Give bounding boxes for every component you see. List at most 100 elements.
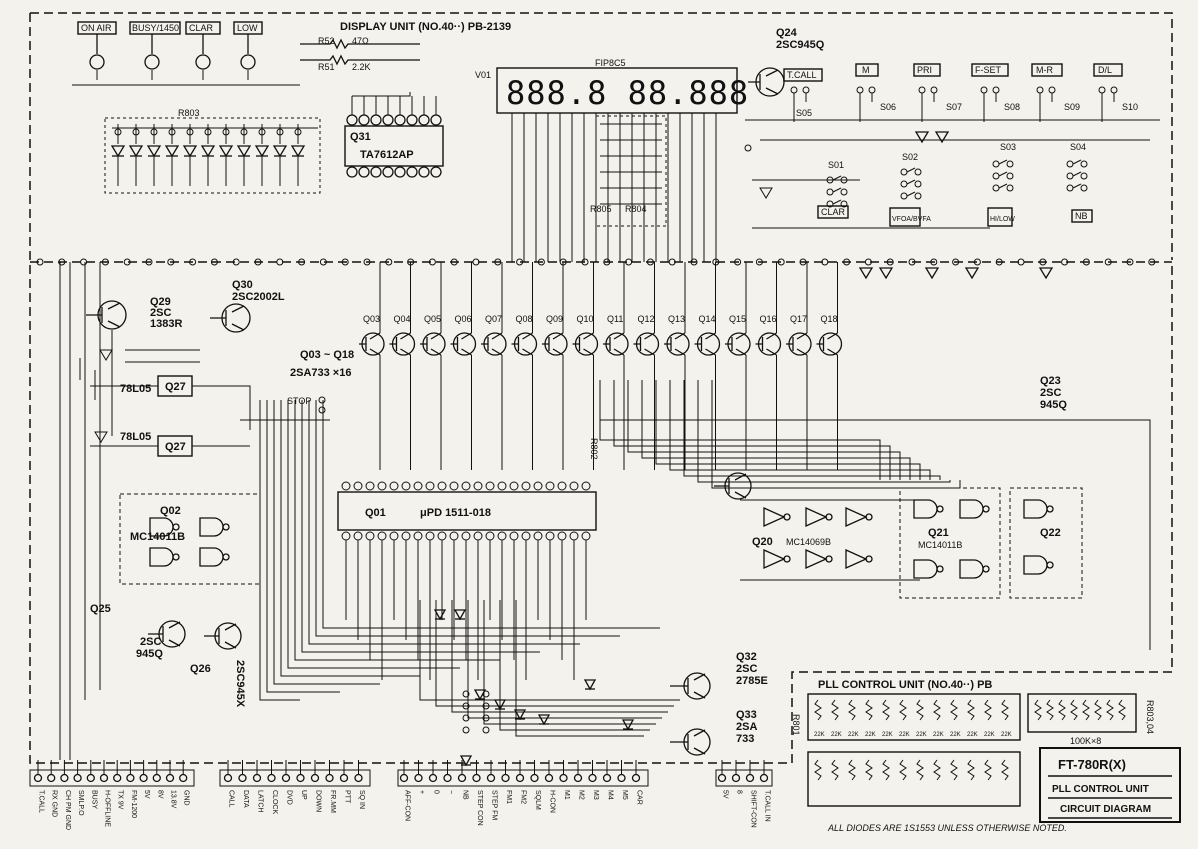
svg-text:Q22: Q22 — [1040, 527, 1061, 539]
connector-pin — [1061, 258, 1069, 266]
switch-contact — [840, 200, 848, 208]
ic-pin — [449, 481, 459, 491]
bus-wire — [240, 419, 1151, 650]
connector-pin — [113, 773, 122, 783]
svg-text:2.2K: 2.2K — [352, 62, 371, 72]
svg-text:47Ω: 47Ω — [352, 36, 369, 46]
q20-inverters: Q20 MC14069B — [740, 499, 920, 581]
led-icon — [110, 145, 126, 158]
network-ref: R803 — [178, 108, 200, 118]
ic-pin — [382, 166, 394, 178]
bus-wire — [322, 400, 660, 629]
transistor-leads — [725, 332, 747, 356]
switch-contact — [1006, 172, 1014, 180]
connector-pin — [625, 258, 633, 266]
resistor-value: 22K — [882, 732, 893, 738]
display-ref: V01 — [475, 70, 491, 80]
resistor-icon — [1082, 699, 1090, 721]
connector-label: FM2 — [520, 790, 527, 804]
connector-pin — [123, 258, 131, 266]
connector-label: M1 — [563, 790, 570, 800]
led-icon — [290, 145, 306, 158]
connector-pin — [544, 773, 554, 783]
resistor-value: 22K — [865, 732, 876, 738]
connector-pin — [354, 773, 363, 783]
gate-bubble — [936, 565, 944, 573]
connector-pin — [167, 258, 175, 266]
ic-pin — [389, 481, 399, 491]
transistor-leads — [572, 332, 594, 356]
connector-pin — [319, 258, 327, 266]
connector-pin — [843, 258, 851, 266]
vfd-display: V01 FIP8C5 888.8 88.888 R805 R804 — [475, 58, 748, 262]
ic-lead — [352, 92, 411, 97]
connector-pin — [443, 773, 452, 783]
bus-wire — [280, 400, 420, 677]
resistor-icon — [984, 759, 992, 781]
resistor-icon — [916, 759, 924, 781]
connector-pin — [573, 773, 583, 783]
ic-pin — [545, 481, 555, 491]
ic-pin — [581, 481, 591, 491]
connector-label: PTT — [344, 790, 351, 804]
transistor-leads — [389, 332, 411, 356]
connector-housing — [715, 769, 773, 787]
switch-contact — [1080, 172, 1088, 180]
diode-icon — [537, 714, 551, 726]
ic-pin — [437, 481, 447, 491]
connector-pin — [602, 773, 612, 783]
driver-label: Q16 — [760, 314, 777, 324]
pll-resistor-networks: PLL CONTROL UNIT (NO.40··) PB 100K×8 R80… — [791, 679, 1155, 807]
svg-text:2SA: 2SA — [736, 721, 757, 733]
connector-label: H-OFFLINE — [104, 790, 111, 827]
jumper-pad — [462, 726, 470, 734]
connector-pin — [399, 773, 409, 783]
connector-pin — [210, 258, 218, 266]
resistor-icon — [899, 759, 907, 781]
connector-pin — [886, 258, 894, 266]
connector-label: STEP FM — [491, 790, 498, 820]
svg-text:2SC: 2SC — [1040, 387, 1061, 399]
resistor-icon — [814, 759, 822, 781]
led-junction — [258, 128, 266, 136]
svg-text:78L05: 78L05 — [120, 431, 151, 443]
switch-label: F-SET — [975, 65, 1002, 75]
svg-text:Q26: Q26 — [190, 663, 211, 675]
led-junction — [204, 128, 212, 136]
stop-switch: STOP — [287, 396, 326, 414]
connector-label: CH PM GND — [64, 790, 71, 830]
resistor-icon — [882, 699, 890, 721]
switch-lever — [832, 199, 842, 205]
svg-text:R801: R801 — [791, 714, 801, 736]
jumper-pad — [462, 714, 470, 722]
transistor-leads — [786, 332, 808, 356]
gate-bubble — [982, 565, 990, 573]
connector-housing — [29, 769, 195, 787]
connector-pin — [179, 773, 188, 783]
switch-lever — [906, 167, 916, 173]
resistor-icon — [1070, 699, 1078, 721]
svg-text:2SA733 ×16: 2SA733 ×16 — [290, 367, 351, 379]
led-junction — [222, 128, 230, 136]
diode-icon — [583, 679, 597, 691]
network-ref: R804 — [625, 204, 647, 214]
resistor-value: 22K — [814, 732, 825, 738]
network-ref: R805 — [590, 204, 612, 214]
bus-wire — [515, 600, 644, 737]
gate-bubble — [1046, 505, 1054, 513]
driver-label: Q15 — [729, 314, 746, 324]
q02-gates: Q02 MC14011B — [119, 493, 261, 585]
svg-text:100K×8: 100K×8 — [1070, 736, 1101, 746]
connector-label: DVD — [286, 790, 293, 805]
connector-label: CALL — [228, 790, 235, 808]
resistor-value: 22K — [899, 732, 910, 738]
connector-pin — [99, 773, 109, 783]
connector-label: SHIFT-CON — [750, 790, 757, 828]
ic-pin — [569, 481, 579, 491]
connector-pin — [254, 258, 262, 266]
ic-pin — [497, 481, 507, 491]
transistor-leads — [633, 332, 655, 356]
connector-pin — [58, 258, 66, 266]
resistor-icon — [967, 699, 975, 721]
